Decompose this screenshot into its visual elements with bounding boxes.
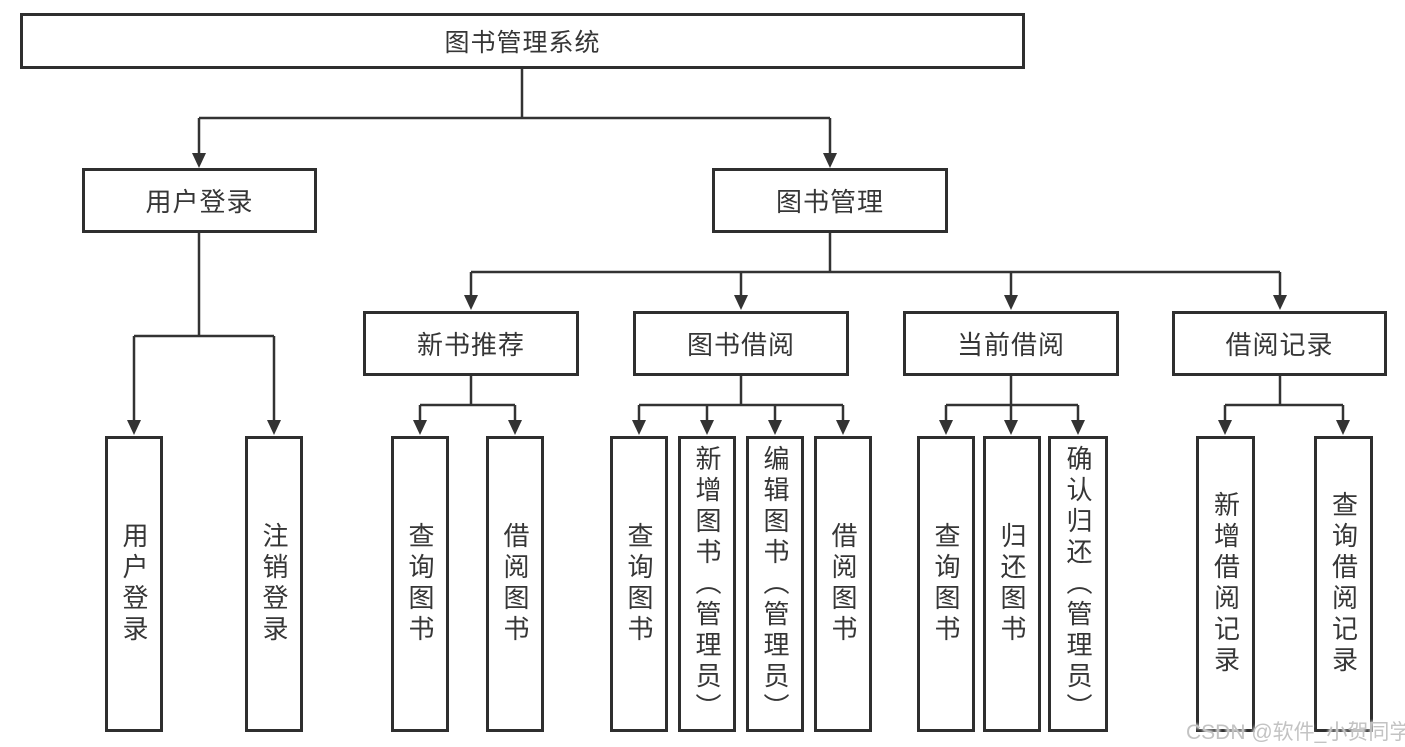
node-user-login-label: 用户登录	[145, 187, 254, 217]
node-current-borrow: 当前借阅	[903, 311, 1119, 376]
leaf-borrow-add-book-admin-label: 新增图书（管理员）	[692, 444, 722, 724]
leaf-user-login: 用户登录	[105, 436, 163, 732]
leaf-borrow-query-book-label: 查询图书	[624, 522, 654, 646]
node-borrow-records-label: 借阅记录	[1225, 330, 1334, 360]
leaf-newrec-borrow-book: 借阅图书	[486, 436, 544, 732]
leaf-current-confirm-return-admin-label: 确认归还（管理员）	[1063, 444, 1093, 724]
leaf-newrec-query-book-label: 查询图书	[405, 522, 435, 646]
leaf-borrow-add-book-admin: 新增图书（管理员）	[678, 436, 736, 732]
leaf-records-add-record: 新增借阅记录	[1196, 436, 1255, 732]
node-new-book-recommend: 新书推荐	[363, 311, 579, 376]
node-book-borrow: 图书借阅	[633, 311, 849, 376]
leaf-borrow-query-book: 查询图书	[610, 436, 668, 732]
csdn-watermark: CSDN @软件_小贺同学	[1186, 721, 1405, 744]
leaf-current-return-book: 归还图书	[983, 436, 1041, 732]
leaf-borrow-borrow-book-label: 借阅图书	[828, 522, 858, 646]
node-root-label: 图书管理系统	[444, 29, 601, 57]
leaf-current-query-book-label: 查询图书	[931, 522, 961, 646]
leaf-records-add-record-label: 新增借阅记录	[1210, 491, 1241, 677]
leaf-newrec-query-book: 查询图书	[391, 436, 449, 732]
node-book-management-label: 图书管理	[775, 187, 884, 217]
leaf-newrec-borrow-book-label: 借阅图书	[500, 522, 530, 646]
node-current-borrow-label: 当前借阅	[956, 330, 1065, 360]
node-book-management: 图书管理	[712, 168, 948, 233]
node-book-borrow-label: 图书借阅	[686, 330, 795, 360]
leaf-records-query-record: 查询借阅记录	[1314, 436, 1373, 732]
leaf-borrow-edit-book-admin: 编辑图书（管理员）	[746, 436, 804, 732]
node-user-login: 用户登录	[82, 168, 317, 233]
leaf-logout-login-label: 注销登录	[259, 522, 289, 646]
leaf-current-query-book: 查询图书	[917, 436, 975, 732]
leaf-logout-login: 注销登录	[245, 436, 303, 732]
leaf-borrow-edit-book-admin-label: 编辑图书（管理员）	[760, 444, 790, 724]
leaf-current-return-book-label: 归还图书	[997, 522, 1027, 646]
leaf-records-query-record-label: 查询借阅记录	[1328, 491, 1359, 677]
leaf-current-confirm-return-admin: 确认归还（管理员）	[1048, 436, 1108, 732]
node-root: 图书管理系统	[20, 13, 1025, 69]
node-borrow-records: 借阅记录	[1172, 311, 1387, 376]
node-new-book-recommend-label: 新书推荐	[416, 330, 525, 360]
leaf-borrow-borrow-book: 借阅图书	[814, 436, 872, 732]
leaf-user-login-label: 用户登录	[119, 522, 149, 646]
arrowheads	[127, 153, 1350, 435]
